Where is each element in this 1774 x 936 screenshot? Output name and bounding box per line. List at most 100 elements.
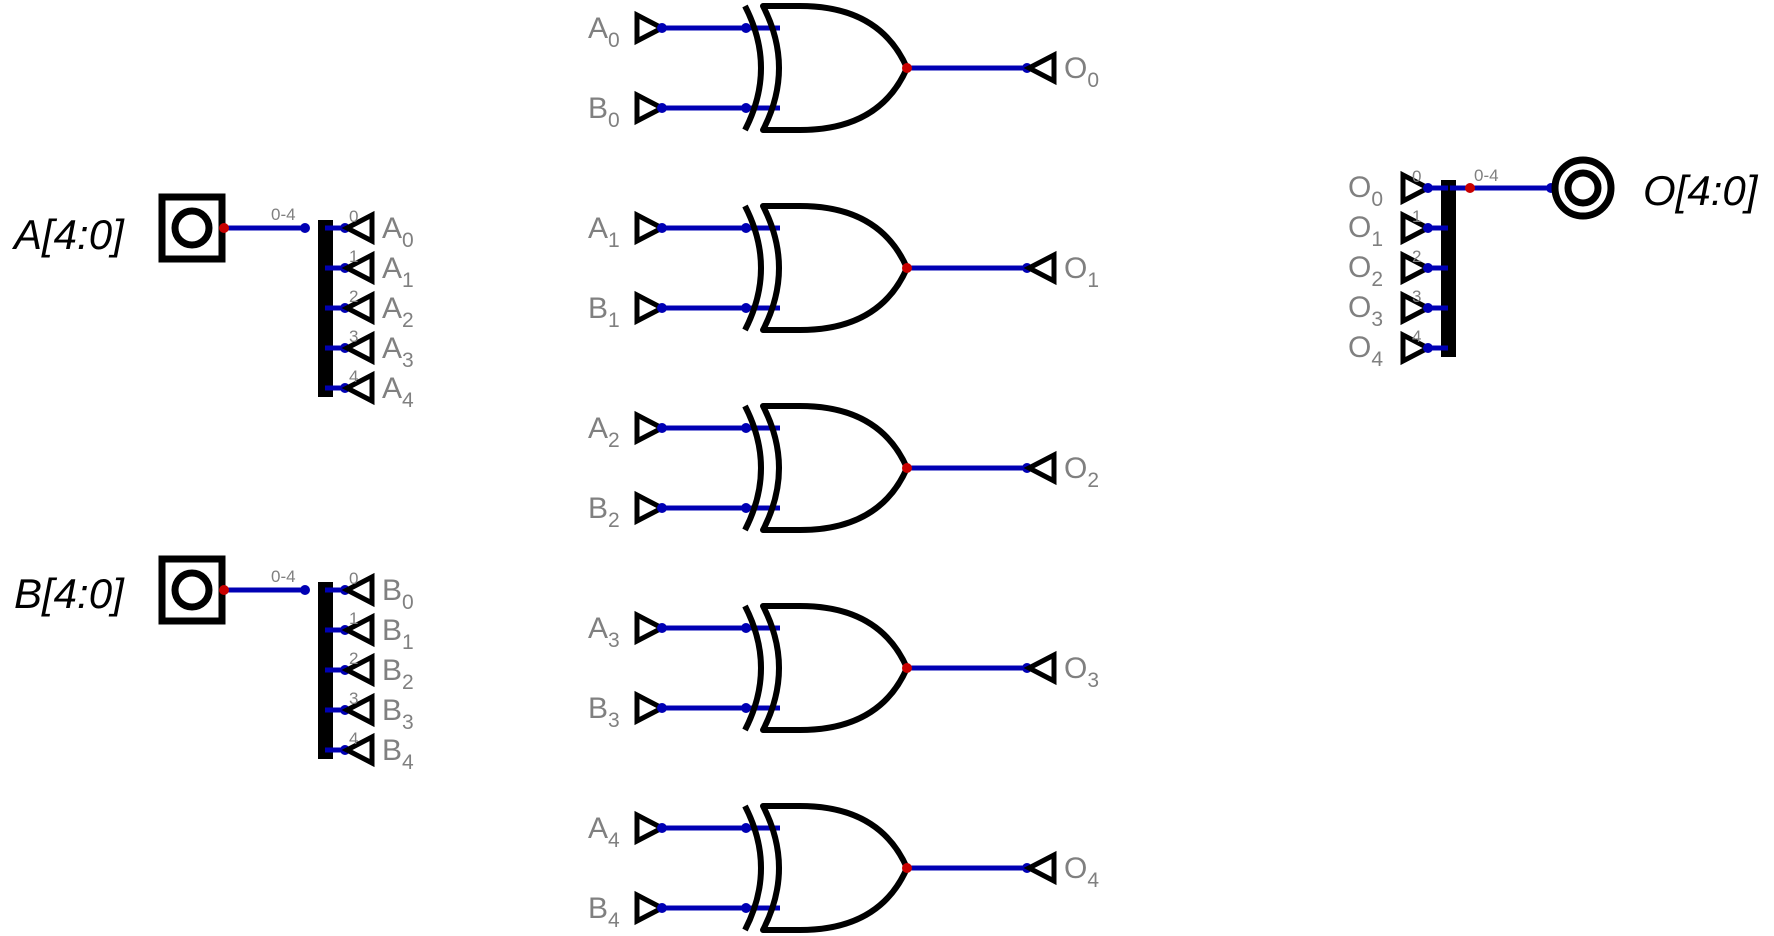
gate-0-input-b-label: B0 — [588, 92, 620, 132]
gate-1-input-a-tunnel[interactable] — [634, 210, 668, 246]
gate-output-dot — [902, 263, 912, 273]
gate-4-output-tunnel[interactable] — [1023, 850, 1057, 886]
gate-3-input-b-tunnel[interactable] — [634, 690, 668, 726]
gate-0-xor-arc — [742, 4, 764, 132]
input-b-tunnel-label-2: B2 — [382, 654, 414, 694]
gate-3-xor-body[interactable] — [760, 603, 910, 733]
input-a-output-dot — [219, 223, 229, 233]
wire-dot — [741, 703, 751, 713]
input-b-tunnel-2[interactable] — [341, 652, 375, 688]
gate-1-xor-arc — [742, 204, 764, 332]
wire-dot — [657, 303, 667, 313]
wire-dot — [741, 103, 751, 113]
gate-2-input-b-label: B2 — [588, 492, 620, 532]
input-a-splitter-dot — [300, 223, 310, 233]
output-tap-dot — [1423, 263, 1433, 273]
input-a-tunnel-label-1: A1 — [382, 252, 414, 292]
input-b-tap-index: 1 — [349, 609, 358, 628]
output-tunnel-label-3: O3 — [1348, 291, 1383, 331]
gate-2-input-a-tunnel[interactable] — [634, 410, 668, 446]
gate-4-xor-body[interactable] — [760, 803, 910, 933]
wire-dot — [657, 503, 667, 513]
output-tap-dot — [1423, 183, 1433, 193]
wire-dot — [657, 823, 667, 833]
output-tunnel-2[interactable] — [1400, 250, 1434, 286]
output-pin[interactable] — [1551, 156, 1615, 220]
input-a-tunnel-label-0: A0 — [382, 212, 414, 252]
input-b-tunnel-label-0: B0 — [382, 574, 414, 614]
gate-3-input-a-label: A3 — [588, 612, 620, 652]
input-a-tunnel-1[interactable] — [341, 250, 375, 286]
output-tunnel-label-4: O4 — [1348, 331, 1383, 371]
input-a-tap-index: 4 — [349, 367, 358, 386]
input-b-pin[interactable] — [158, 555, 226, 625]
gate-1-input-b-label: B1 — [588, 292, 620, 332]
gate-4-output-label: O4 — [1064, 852, 1099, 892]
input-b-tunnel-1[interactable] — [341, 612, 375, 648]
gate-3-xor-arc — [742, 604, 764, 732]
output-tunnel-1[interactable] — [1400, 210, 1434, 246]
input-a-tunnel-3[interactable] — [341, 330, 375, 366]
input-a-tunnel-2[interactable] — [341, 290, 375, 326]
wire-dot — [741, 903, 751, 913]
input-b-splitter-dot — [300, 585, 310, 595]
gate-0-input-b-tunnel[interactable] — [634, 90, 668, 126]
gate-0-output-tunnel[interactable] — [1023, 50, 1057, 86]
input-a-tunnel-label-3: A3 — [382, 332, 414, 372]
gate-1-output-tunnel[interactable] — [1023, 250, 1057, 286]
wire-dot — [657, 103, 667, 113]
input-b-tunnel-4[interactable] — [341, 732, 375, 768]
input-a-tunnel-4[interactable] — [341, 370, 375, 406]
gate-3-input-a-tunnel[interactable] — [634, 610, 668, 646]
gate-4-input-a-tunnel[interactable] — [634, 810, 668, 846]
gate-2-xor-arc — [742, 404, 764, 532]
input-b-tap-index: 2 — [349, 649, 358, 668]
input-b-tunnel-3[interactable] — [341, 692, 375, 728]
wire-dot — [657, 903, 667, 913]
output-tunnel-4[interactable] — [1400, 330, 1434, 366]
gate-3-output-label: O3 — [1064, 652, 1099, 692]
gate-4-input-a-label: A4 — [588, 812, 620, 852]
gate-4-input-b-tunnel[interactable] — [634, 890, 668, 926]
gate-3-input-b-label: B3 — [588, 692, 620, 732]
output-tap-index: 4 — [1412, 327, 1421, 346]
gate-2-output-tunnel[interactable] — [1023, 450, 1057, 486]
output-tap-dot — [1423, 223, 1433, 233]
wire-dot — [741, 823, 751, 833]
output-tunnel-3[interactable] — [1400, 290, 1434, 326]
output-tunnel-label-1: O1 — [1348, 211, 1383, 251]
gate-output-dot — [902, 63, 912, 73]
input-b-tunnel-0[interactable] — [341, 572, 375, 608]
wire-dot — [741, 23, 751, 33]
wire-dot — [657, 703, 667, 713]
input-b-tunnel-label-3: B3 — [382, 694, 414, 734]
gate-1-input-b-tunnel[interactable] — [634, 290, 668, 326]
gate-0-input-a-tunnel[interactable] — [634, 10, 668, 46]
gate-2-xor-body[interactable] — [760, 403, 910, 533]
gate-2-input-b-tunnel[interactable] — [634, 490, 668, 526]
input-a-tunnel-0[interactable] — [341, 210, 375, 246]
gate-3-output-tunnel[interactable] — [1023, 650, 1057, 686]
input-b-label: B[4:0] — [14, 570, 125, 617]
wire-dot — [741, 503, 751, 513]
gate-4-input-b-label: B4 — [588, 892, 620, 932]
output-bits-label: 0-4 — [1474, 166, 1499, 185]
gate-0-xor-body[interactable] — [760, 3, 910, 133]
wire-dot — [657, 623, 667, 633]
gate-1-xor-body[interactable] — [760, 203, 910, 333]
wire-dot — [741, 303, 751, 313]
output-tunnel-0[interactable] — [1400, 170, 1434, 206]
wire-dot — [741, 623, 751, 633]
gate-output-dot — [902, 463, 912, 473]
wire-dot — [657, 223, 667, 233]
input-a-pin[interactable] — [158, 193, 226, 263]
output-tap-index: 1 — [1412, 207, 1421, 226]
input-b-tap-index: 0 — [349, 569, 358, 588]
